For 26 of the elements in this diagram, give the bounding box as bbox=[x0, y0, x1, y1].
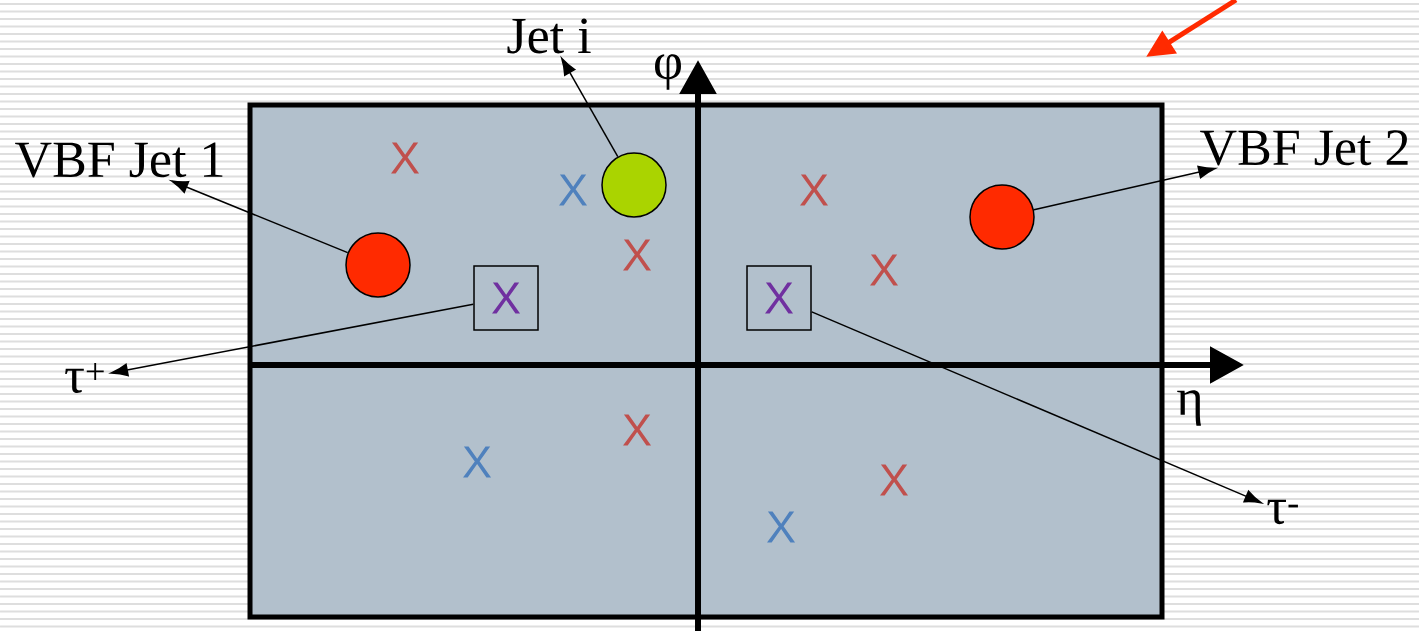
leader-line bbox=[170, 180, 349, 254]
cross-mark: X bbox=[880, 464, 909, 496]
leader-label: τ$^{-}$ bbox=[1267, 499, 1298, 525]
leader-label: τ$^{+}$ bbox=[65, 362, 104, 394]
cross-mark: X bbox=[623, 239, 652, 271]
cross-mark: X bbox=[391, 142, 420, 174]
cross-mark: X bbox=[800, 174, 829, 206]
cross-mark: X bbox=[767, 511, 796, 543]
leader-label: VBF Jet 1 bbox=[15, 142, 223, 178]
axis-label: φ bbox=[655, 54, 681, 90]
leader-label: Jet i bbox=[507, 18, 591, 54]
cross-mark: X bbox=[870, 254, 899, 286]
leader-line bbox=[811, 311, 1262, 504]
cross-mark: X bbox=[463, 446, 492, 478]
cross-mark: X bbox=[559, 174, 588, 206]
leader-line bbox=[561, 57, 619, 158]
boxed-cross-mark: X bbox=[473, 265, 539, 331]
jet-circle bbox=[345, 232, 411, 298]
leader-line bbox=[1033, 165, 1216, 211]
boxed-cross-mark: X bbox=[746, 265, 812, 331]
jet-circle bbox=[969, 184, 1035, 250]
jet-circle bbox=[601, 152, 667, 218]
cross-mark: X bbox=[623, 414, 652, 446]
axis-label: η bbox=[1177, 390, 1201, 426]
leader-label: VBF Jet 2 bbox=[1200, 130, 1408, 166]
leader-line bbox=[110, 303, 474, 377]
